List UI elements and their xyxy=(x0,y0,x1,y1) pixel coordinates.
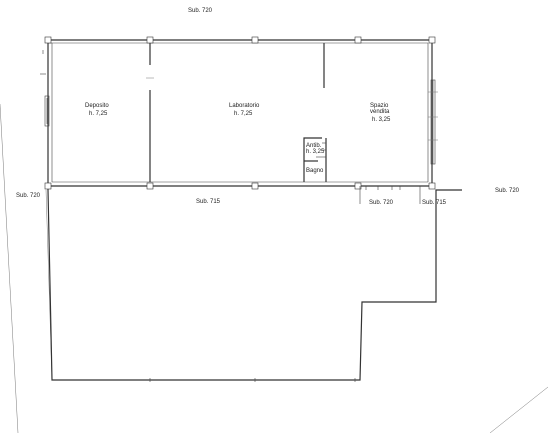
sub720-mid-label: Sub. 720 xyxy=(369,200,394,206)
spazio-vendita-name-line2: vendita xyxy=(370,109,390,115)
sub715-center-label: Sub. 715 xyxy=(196,199,221,205)
sub715-outline xyxy=(47,186,462,382)
antibagno-height: h. 3,25 xyxy=(306,149,325,155)
laboratorio-height: h. 7,25 xyxy=(234,111,253,117)
spazio-vendita-height: h. 3,25 xyxy=(372,117,391,123)
sub715-right-label: Sub. 715 xyxy=(422,200,447,206)
windows xyxy=(40,50,438,204)
sub720-top-label: Sub. 720 xyxy=(188,8,213,14)
interior-walls xyxy=(146,43,327,182)
laboratorio-name: Laboratorio xyxy=(229,103,260,109)
sub720-left-label: Sub. 720 xyxy=(16,193,41,199)
antibagno-name: Antib. xyxy=(306,143,322,149)
sub720-right-label: Sub. 720 xyxy=(495,188,520,194)
deposito-height: h. 7,25 xyxy=(89,111,108,117)
deposito-name: Deposito xyxy=(85,103,109,109)
spazio-vendita-name-line1: Spazio xyxy=(370,103,389,109)
building-walls xyxy=(47,39,433,187)
bagno-name: Bagno xyxy=(306,168,324,174)
site-boundary-lines xyxy=(0,103,548,433)
structural-columns xyxy=(44,36,436,190)
